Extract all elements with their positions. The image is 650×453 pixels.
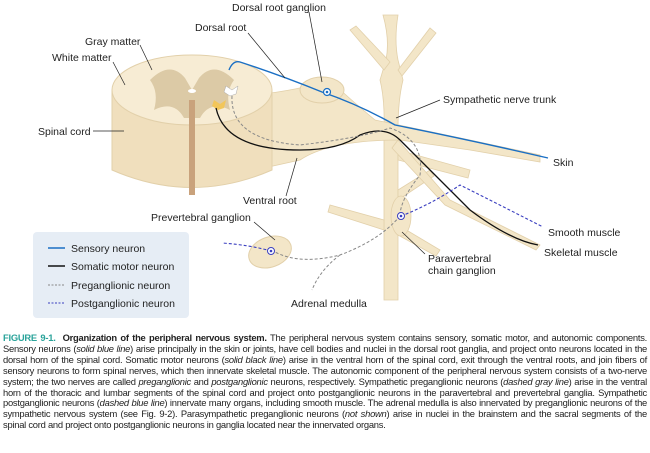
label-paravertebral: Paravertebral bbox=[428, 253, 491, 265]
label-smooth-muscle: Smooth muscle bbox=[548, 227, 621, 239]
spinal-cord-shape bbox=[111, 54, 273, 195]
peripheral-nervous-system-diagram: Dorsal root ganglion Dorsal root Gray ma… bbox=[33, 2, 621, 318]
preganglionic-neuron-path bbox=[231, 95, 422, 291]
label-sympathetic-nerve-trunk: Sympathetic nerve trunk bbox=[443, 94, 557, 106]
postganglionic-neuron-path bbox=[221, 184, 544, 252]
label-ventral-root: Ventral root bbox=[243, 195, 297, 207]
legend-postganglionic-neuron: Postganglionic neuron bbox=[71, 298, 175, 310]
caption-emphasis: not shown bbox=[344, 408, 387, 420]
caption-emphasis: solid blue line bbox=[76, 342, 131, 354]
legend-somatic-motor-neuron: Somatic motor neuron bbox=[71, 261, 174, 273]
label-gray-matter: Gray matter bbox=[85, 36, 141, 48]
figure-number: FIGURE 9-1. bbox=[3, 332, 56, 343]
label-adrenal-medulla: Adrenal medulla bbox=[291, 298, 367, 310]
interneuron-cell-body bbox=[223, 85, 239, 97]
label-skin: Skin bbox=[553, 157, 574, 169]
leader-lines bbox=[93, 11, 441, 255]
caption-emphasis: dashed blue line bbox=[99, 397, 165, 409]
caption-text: and bbox=[190, 375, 212, 387]
label-spinal-cord: Spinal cord bbox=[38, 126, 91, 138]
caption-text: neurons, respectively. Sympathetic prega… bbox=[267, 375, 504, 387]
caption-emphasis: preganglionic bbox=[138, 375, 191, 387]
caption-text: The peripheral nervous system contains s… bbox=[3, 332, 647, 354]
caption-text: ) arise in nuclei in the brainstem and t… bbox=[3, 408, 647, 431]
sensory-neuron-path bbox=[228, 60, 549, 159]
caption-text: ) arise in the ventral horn of the thora… bbox=[3, 375, 647, 409]
figure-title: Organization of the peripheral nervous s… bbox=[62, 332, 267, 343]
label-white-matter: White matter bbox=[52, 52, 112, 64]
motor-neuron-cell-body bbox=[212, 100, 226, 110]
label-prevertebral-ganglion: Prevertebral ganglion bbox=[151, 212, 251, 224]
caption-emphasis: postganglionic bbox=[211, 375, 268, 387]
caption-text: ) arise in the ventral horn of the spina… bbox=[3, 353, 647, 387]
label-dorsal-root-ganglion: Dorsal root ganglion bbox=[232, 2, 326, 14]
label-skeletal-muscle: Skeletal muscle bbox=[544, 247, 618, 259]
figure-caption: FIGURE 9-1. Organization of the peripher… bbox=[3, 332, 647, 431]
legend-sensory-neuron: Sensory neuron bbox=[71, 243, 145, 255]
sympathetic-trunk bbox=[327, 14, 471, 301]
caption-emphasis: dashed gray line bbox=[503, 375, 569, 387]
caption-emphasis: solid black line bbox=[224, 353, 283, 365]
label-chain-ganglion: chain ganglion bbox=[428, 265, 496, 277]
caption-text: ) innervate many organs, including smoot… bbox=[3, 397, 647, 420]
label-dorsal-root: Dorsal root bbox=[195, 22, 246, 34]
caption-text: ) arise principally in the skin or joint… bbox=[3, 342, 647, 365]
somatic-motor-neuron-path bbox=[215, 107, 539, 246]
legend-preganglionic-neuron: Preganglionic neuron bbox=[71, 280, 170, 292]
legend: Sensory neuron Somatic motor neuron Preg… bbox=[33, 232, 189, 318]
